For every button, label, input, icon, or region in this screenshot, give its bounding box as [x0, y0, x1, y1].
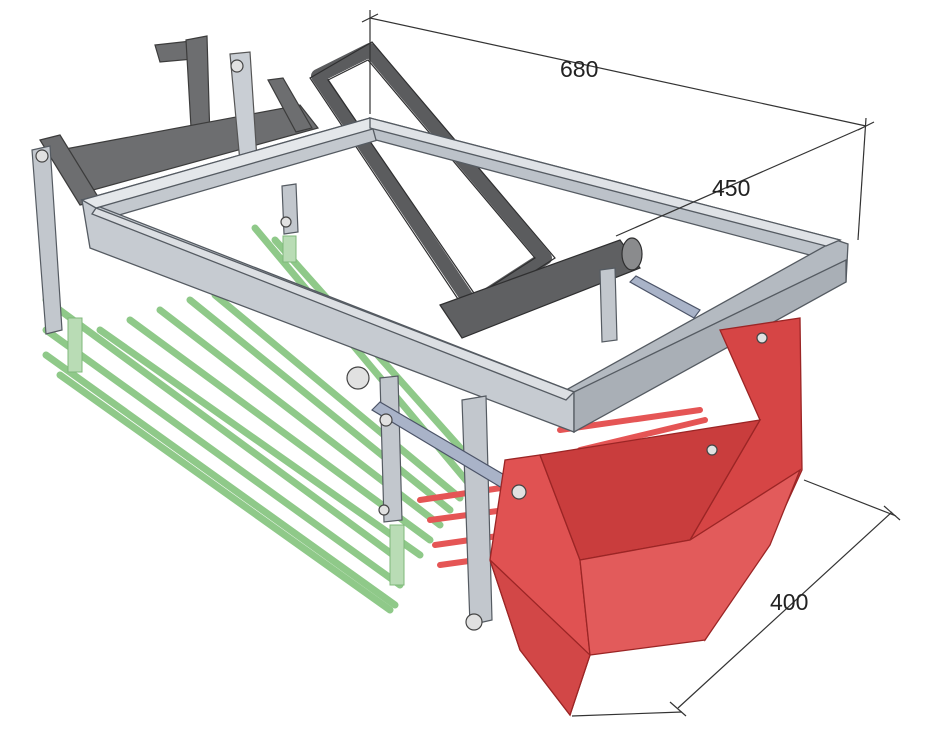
dimension-450: 450: [615, 127, 863, 237]
vertical-struts: [31, 145, 618, 626]
dimension-label-width: 450: [712, 175, 750, 201]
main-frame: [80, 117, 849, 434]
cross-axle: [439, 237, 643, 339]
handle-loop-edge: [309, 41, 556, 315]
shovel-body: [489, 317, 803, 717]
handle-loop: [311, 43, 552, 312]
sifting-grid-crossbars: [67, 235, 405, 586]
bolts: [35, 59, 768, 631]
dimension-400: 400: [571, 479, 901, 717]
dimension-680: 680: [361, 10, 875, 241]
dimension-label-length: 680: [560, 56, 598, 82]
dimension-label-depth: 400: [770, 589, 808, 615]
